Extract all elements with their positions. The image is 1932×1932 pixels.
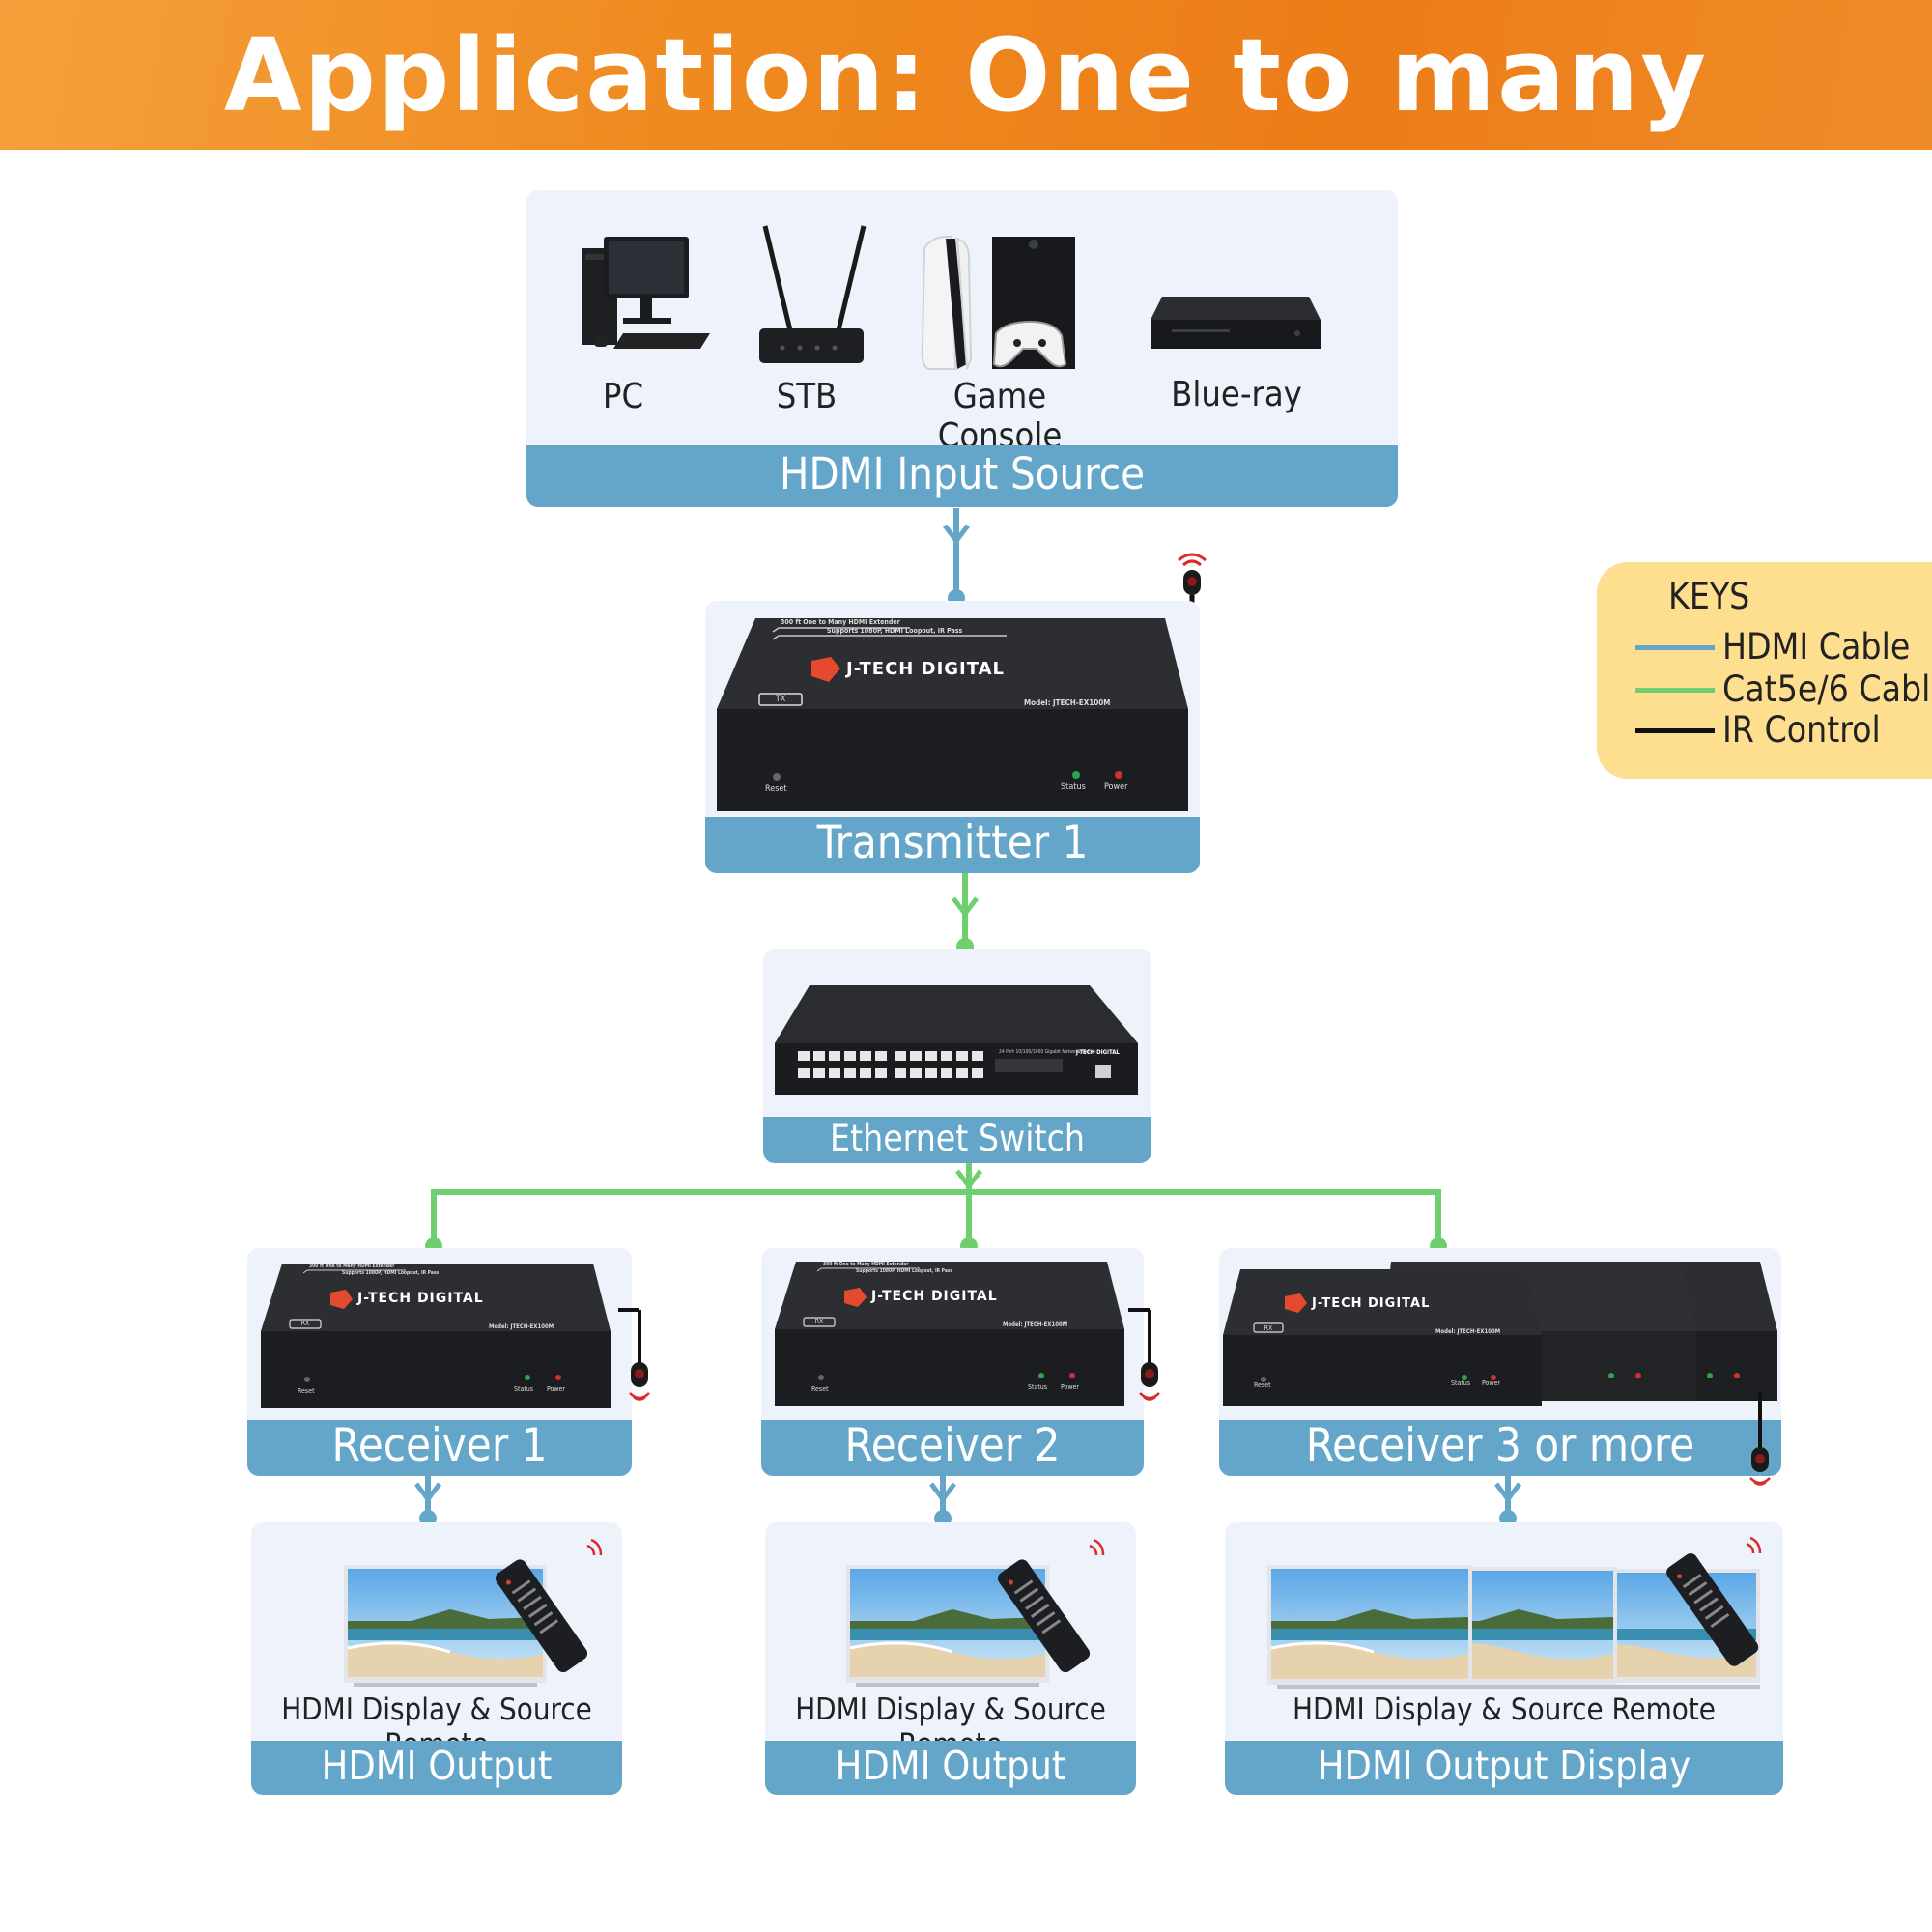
tx-reset-label: Reset <box>765 784 787 794</box>
rx2-model: Model: JTECH-EX100M <box>1003 1321 1068 1328</box>
rx3-power-label: Power <box>1482 1379 1501 1387</box>
rx1-reset-label: Reset <box>298 1387 315 1395</box>
output-display-2-title: HDMI Output Display <box>765 1741 1136 1795</box>
bluray-player-icon <box>1151 297 1321 349</box>
router-icon <box>759 225 867 363</box>
stacked-receivers-icon <box>1223 1262 1777 1406</box>
receiver-3-title: Receiver 3 or more <box>1219 1420 1781 1476</box>
multiple-tvs-with-remote-icon <box>1267 1536 1762 1689</box>
tv-with-remote-icon <box>344 1538 603 1687</box>
source-label-blu-ray: Blue-ray <box>1171 375 1302 414</box>
hdmi-arrow-rx1-out <box>414 1482 441 1504</box>
tx-tag: TX <box>775 695 786 704</box>
rx1-brand: J-TECH DIGITAL <box>357 1291 484 1306</box>
receiver-2-panel: 300 ft One to Many HDMI Extender Support… <box>761 1248 1144 1476</box>
tx-status-label: Status <box>1061 782 1086 792</box>
switch-brand: J-TECH DIGITAL <box>1076 1049 1120 1056</box>
output-display-3-title: HDMI Output Display <box>1225 1741 1783 1795</box>
ethernet-switch-title: Ethernet Switch <box>763 1117 1151 1163</box>
key-ir-line <box>1635 728 1715 733</box>
key-hdmi-line <box>1635 645 1715 650</box>
hdmi-input-source-title: HDMI Input Source <box>526 445 1398 507</box>
rx3-reset-label: Reset <box>1254 1381 1271 1389</box>
keys-legend: KEYS HDMI Cable Cat5e/6 Cable IR Control <box>1597 562 1932 779</box>
rx3-status-label: Status <box>1451 1379 1471 1387</box>
source-label-pc: PC <box>602 377 644 416</box>
hdmi-arrow-source-tx <box>943 524 970 546</box>
hdmi-arrow-rx2-out <box>929 1482 956 1504</box>
extender-box-icon <box>261 1264 611 1408</box>
key-hdmi-label: HDMI Cable <box>1722 626 1911 668</box>
rx1-model: Model: JTECH-EX100M <box>489 1323 554 1330</box>
rx1-status-label: Status <box>514 1385 534 1393</box>
tx-line1: 300 ft One to Many HDMI Extender <box>781 618 900 626</box>
output-3-caption: HDMI Display & Source Remote <box>1293 1692 1716 1727</box>
receiver-1-device: 300 ft One to Many HDMI Extender Support… <box>261 1264 611 1408</box>
rx1-tag: RX <box>300 1320 310 1327</box>
cat-arrow-switch-down <box>955 1169 982 1191</box>
pc-icon <box>582 237 710 349</box>
transmitter-device: 300 ft One to Many HDMI Extender Support… <box>717 618 1188 831</box>
key-cat-line <box>1635 688 1715 693</box>
receiver-2-title: Receiver 2 <box>761 1420 1144 1476</box>
game-console-icon <box>921 236 1075 370</box>
tv-with-remote-icon <box>846 1538 1105 1687</box>
hdmi-input-source-panel: PC STB Game Console Blue-ray HDMI Input … <box>526 190 1398 507</box>
extender-box-icon <box>775 1262 1124 1406</box>
rx2-line2: Supports 1080P, HDMI Loopout, IR Pass <box>856 1268 953 1274</box>
rx2-line1: 300 ft One to Many HDMI Extender <box>823 1262 909 1267</box>
rx3-brand: J-TECH DIGITAL <box>1312 1296 1431 1311</box>
rx2-reset-label: Reset <box>811 1385 829 1393</box>
output-display-1-title: HDMI Output Display <box>251 1741 622 1795</box>
switch-caption: 24 Port 10/100/1000 Gigabit Network Swit… <box>999 1049 1096 1055</box>
key-cat-label: Cat5e/6 Cable <box>1722 668 1932 710</box>
rx2-power-label: Power <box>1061 1383 1080 1391</box>
title-banner: Application: One to many <box>0 0 1932 150</box>
hdmi-arrow-rx3-out <box>1494 1482 1521 1504</box>
rx1-power-label: Power <box>547 1385 566 1393</box>
page-title: Application: One to many <box>223 16 1709 134</box>
output-display-2-panel: HDMI Display & Source Remote HDMI Output… <box>765 1522 1136 1795</box>
rx3-model: Model: JTECH-EX100M <box>1435 1328 1501 1335</box>
receiver-3-panel: J-TECH DIGITAL RX Model: JTECH-EX100M Re… <box>1219 1248 1781 1476</box>
receiver-1-title: Receiver 1 <box>247 1420 632 1476</box>
tx-power-label: Power <box>1104 782 1128 792</box>
receiver-1-panel: 300 ft One to Many HDMI Extender Support… <box>247 1248 632 1476</box>
extender-box-icon <box>717 618 1188 811</box>
source-label-stb: STB <box>776 377 838 416</box>
rx2-status-label: Status <box>1028 1383 1048 1391</box>
rx1-line1: 300 ft One to Many HDMI Extender <box>309 1264 395 1269</box>
ethernet-switch-icon <box>775 985 1138 1095</box>
transmitter-title: Transmitter 1 <box>705 817 1200 873</box>
ir-receiver-rx3-icon <box>1749 1391 1771 1486</box>
transmitter-panel: 300 ft One to Many HDMI Extender Support… <box>705 601 1200 873</box>
keys-title: KEYS <box>1668 576 1750 617</box>
ir-receiver-rx2-icon <box>1128 1308 1160 1401</box>
output-display-1-panel: HDMI Display & Source Remote HDMI Output… <box>251 1522 622 1795</box>
rx1-line2: Supports 1080P, HDMI Loopout, IR Pass <box>342 1270 440 1276</box>
rx2-tag: RX <box>814 1318 824 1325</box>
tx-brand: J-TECH DIGITAL <box>846 659 1006 679</box>
source-label-game-console: Game Console <box>937 377 1063 456</box>
key-ir-label: IR Control <box>1722 709 1881 751</box>
tx-model: Model: JTECH-EX100M <box>1024 698 1111 707</box>
ethernet-switch-panel: 24 Port 10/100/1000 Gigabit Network Swit… <box>763 949 1151 1163</box>
tx-line2: Supports 1080P, HDMI Loopout, IR Pass <box>827 627 963 635</box>
cat-arrow-tx-switch <box>952 896 979 919</box>
receiver-2-device: 300 ft One to Many HDMI Extender Support… <box>775 1262 1124 1406</box>
rx3-tag: RX <box>1264 1324 1273 1332</box>
output-display-3-panel: HDMI Display & Source Remote HDMI Output… <box>1225 1522 1783 1795</box>
ir-receiver-rx1-icon <box>618 1308 650 1401</box>
rx2-brand: J-TECH DIGITAL <box>871 1289 998 1304</box>
